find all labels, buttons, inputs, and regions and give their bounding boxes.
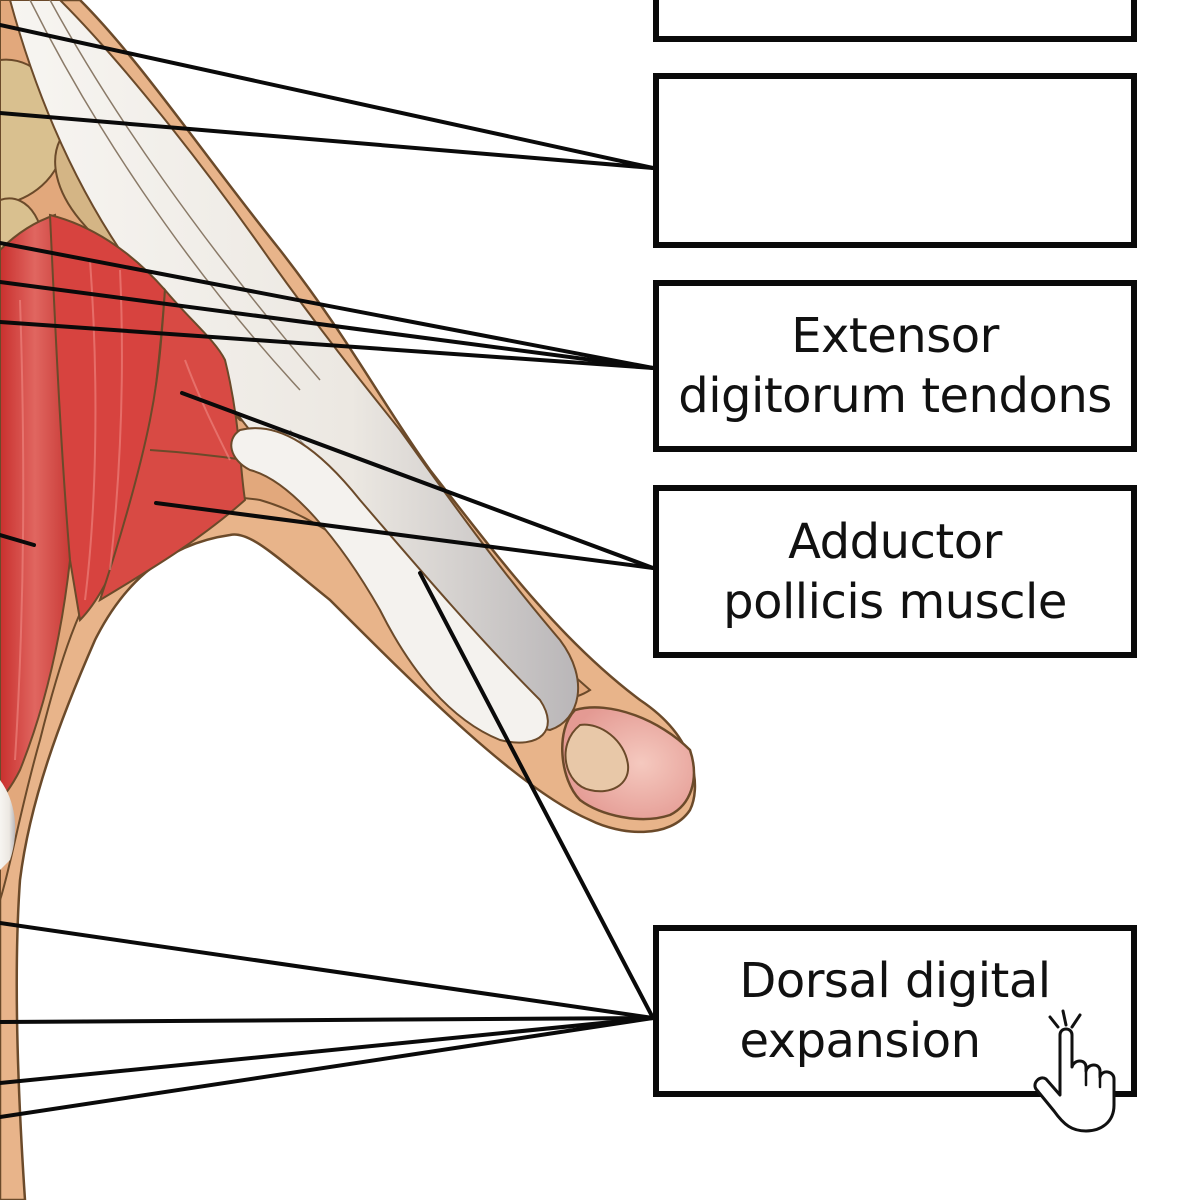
label-box-adductor-pollicis-muscle[interactable]: Adductor pollicis muscle bbox=[653, 485, 1137, 658]
muscle-adductor-pollicis bbox=[98, 287, 247, 603]
label-box-extensor-digitorum-tendons[interactable]: Extensor digitorum tendons bbox=[653, 280, 1137, 452]
label-text-line: Extensor bbox=[791, 308, 999, 364]
label-text-line: Dorsal digital bbox=[739, 953, 1051, 1009]
muscle-dorsal-interosseous bbox=[0, 213, 72, 802]
label-box-dorsal-digital-expansion[interactable]: Dorsal digital expansion bbox=[653, 925, 1137, 1097]
tendon-fiber bbox=[49, 0, 321, 381]
label-text-line: digitorum tendons bbox=[678, 368, 1112, 424]
label-box-1-blank[interactable] bbox=[653, 0, 1137, 42]
tendon bbox=[0, 780, 16, 870]
label-text-line: Adductor bbox=[788, 513, 1002, 570]
label-text-line: pollicis muscle bbox=[723, 573, 1067, 630]
tendon-fiber bbox=[29, 0, 301, 391]
nail-cuticle bbox=[564, 723, 630, 793]
leader-lines bbox=[0, 23, 655, 1119]
label-text-line: expansion bbox=[739, 1013, 981, 1069]
hand-pointer-click-icon bbox=[1033, 1009, 1116, 1133]
label-box-2-blank[interactable] bbox=[653, 73, 1137, 248]
